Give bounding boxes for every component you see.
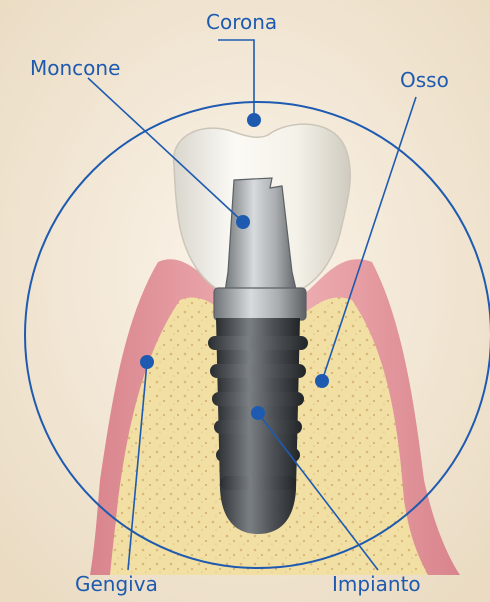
dot-osso — [315, 374, 329, 388]
label-moncone: Moncone — [30, 56, 120, 80]
dot-impianto — [251, 406, 265, 420]
label-impianto: Impianto — [332, 572, 421, 596]
label-corona: Corona — [206, 10, 277, 34]
label-osso: Osso — [400, 68, 449, 92]
implant-screw — [208, 318, 308, 534]
dot-corona — [247, 113, 261, 127]
dot-gengiva — [140, 355, 154, 369]
abutment-collar — [214, 288, 306, 320]
label-gengiva: Gengiva — [75, 572, 158, 596]
dot-moncone — [236, 215, 250, 229]
